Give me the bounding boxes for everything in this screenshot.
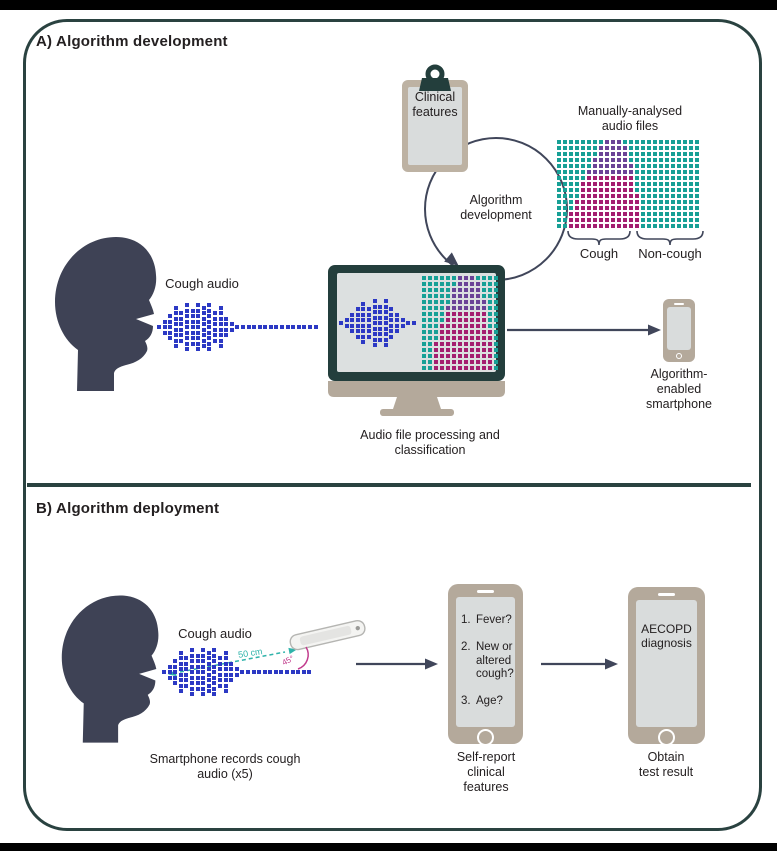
smartphone-a-home-button-icon	[675, 352, 682, 359]
audio-files-label: Manually-analysed audio files	[577, 104, 683, 133]
selfreport-label: Self-report clinical features	[456, 750, 516, 794]
cycle-label: Algorithm development	[460, 193, 532, 222]
question-text: Fever?	[476, 614, 512, 626]
question-list: 1. Fever? 2. New or altered cough? 3. Ag…	[456, 597, 515, 709]
record-label: Smartphone records cough audio (x5)	[149, 752, 301, 781]
top-black-bar	[0, 0, 777, 10]
question-number: 2.	[461, 640, 471, 653]
cough-waveform-icon-b	[162, 648, 313, 696]
smartphone-a-label: Algorithm-enabled smartphone	[645, 367, 712, 411]
selfreport-phone-home-button-icon	[477, 729, 494, 746]
audio-files-grid-icon	[557, 140, 699, 228]
panel-a-title: A) Algorithm development	[36, 33, 228, 50]
question-text: New or altered cough?	[476, 640, 514, 681]
selfreport-phone-icon: 1. Fever? 2. New or altered cough? 3. Ag…	[448, 584, 523, 746]
monitor-grid-icon	[422, 276, 498, 370]
result-phone-home-button-icon	[658, 729, 675, 746]
question-text: Age?	[476, 695, 503, 708]
result-phone-icon: AECOPD diagnosis	[628, 587, 705, 746]
question-item: 1. Fever?	[461, 614, 512, 628]
result-phone-speaker-icon	[658, 593, 675, 596]
cough-waveform-icon-a	[157, 303, 319, 351]
smartphone-a-screen	[667, 307, 691, 350]
smartphone-icon-a	[663, 299, 695, 362]
cough-brace-label: Cough	[579, 246, 619, 261]
diagnosis-screen-text: AECOPD diagnosis	[641, 622, 692, 651]
result-phone-screen: AECOPD diagnosis	[636, 600, 697, 727]
question-item: 3. Age?	[461, 695, 512, 709]
monitor-waveform-icon	[339, 299, 417, 347]
panel-divider	[27, 483, 751, 487]
noncough-brace-label: Non-cough	[638, 246, 702, 261]
question-number: 1.	[461, 614, 471, 626]
bottom-black-bar	[0, 843, 777, 851]
monitor-label: Audio file processing and classification	[360, 428, 500, 457]
question-number: 3.	[461, 695, 471, 708]
cough-audio-label-a: Cough audio	[165, 276, 239, 291]
selfreport-phone-speaker-icon	[477, 590, 494, 593]
question-item: 2. New or altered cough?	[461, 640, 514, 682]
smartphone-a-speaker-icon	[674, 302, 684, 305]
figure-frame	[23, 19, 762, 831]
cough-audio-label-b: Cough audio	[178, 626, 252, 641]
panel-b-title: B) Algorithm deployment	[36, 500, 220, 517]
clipboard-label: Clinical features	[412, 90, 458, 119]
selfreport-phone-screen: 1. Fever? 2. New or altered cough? 3. Ag…	[456, 597, 515, 727]
result-label: Obtain test result	[638, 750, 694, 779]
